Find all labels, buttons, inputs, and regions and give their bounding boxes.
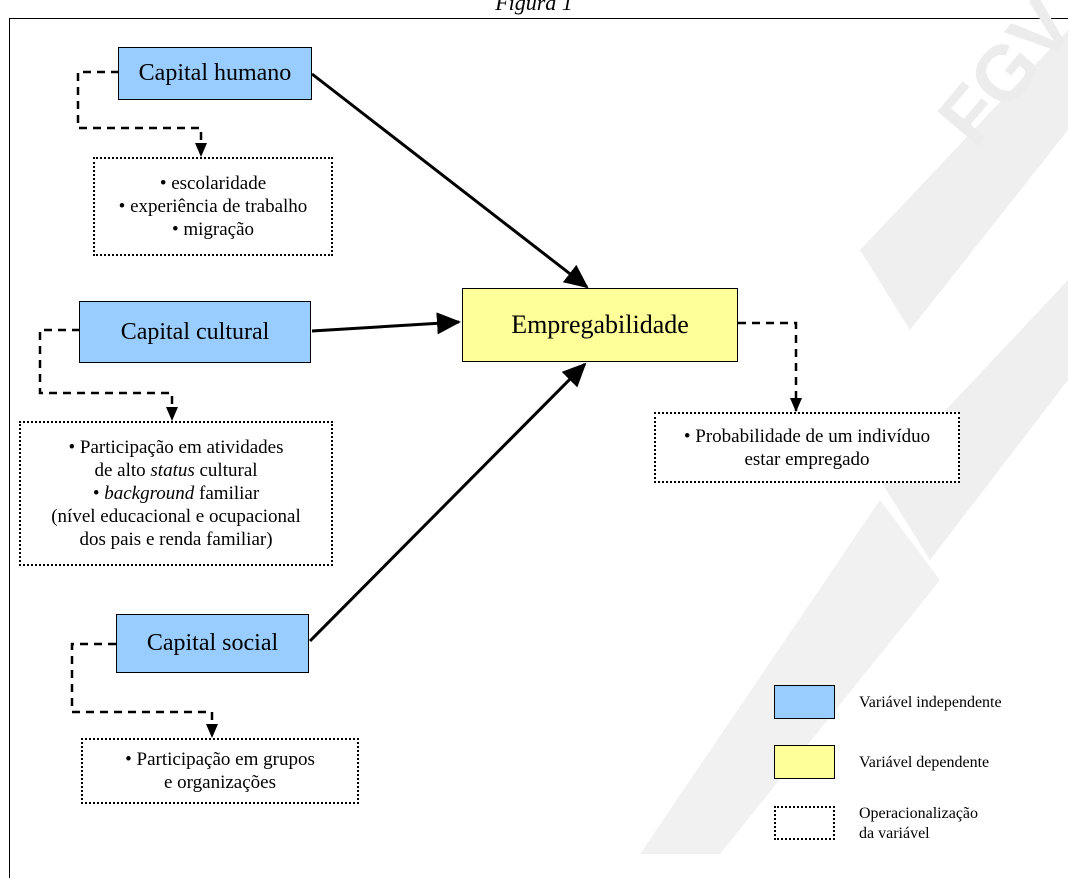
op-humano-line-1: • escolaridade: [159, 173, 267, 194]
op-cultural-line-3: • background familiar: [93, 482, 259, 505]
figure-title: Figura 1: [495, 0, 573, 15]
watermark-stripe-top: [860, 30, 1068, 330]
watermark: FGV: [640, 0, 1068, 854]
op-cultural-line-2-em: status: [150, 460, 195, 481]
legend-label-operationalization-2: da variável: [859, 825, 930, 842]
op-social-line-1: • Participação em grupos: [125, 749, 315, 770]
legend-label-dependent: Variável dependente: [859, 754, 990, 771]
arrow-humano-to-empregabilidade: [311, 72, 589, 289]
op-box-empregabilidade: • Probabilidade de um indivíduo estar em…: [654, 412, 960, 483]
node-capital-humano-label: Capital humano: [138, 60, 292, 86]
watermark-stripe-middle: [880, 280, 1068, 560]
op-cultural-line-3-em: background: [104, 483, 195, 504]
dashed-link-humano: [76, 70, 207, 157]
arrow-cultural-to-empregabilidade: [311, 312, 461, 335]
node-capital-social[interactable]: Capital social: [116, 614, 309, 673]
dashed-link-social: [70, 642, 218, 738]
node-empregabilidade-label: Empregabilidade: [511, 310, 689, 339]
legend-label-operationalization-1: Operacionalização: [859, 805, 979, 822]
legend-swatch-operationalization: [774, 806, 835, 840]
op-cultural-line-2: de alto status cultural: [94, 459, 257, 482]
dashed-link-empregabilidade: [738, 321, 802, 412]
node-capital-cultural-label: Capital cultural: [120, 318, 270, 345]
figure-frame: [9, 18, 1068, 878]
legend-label-independent: Variável independente: [859, 694, 1002, 711]
arrow-social-to-empregabilidade: [308, 362, 587, 643]
op-cultural-line-1: • Participação em atividades: [68, 437, 284, 458]
op-cultural-line-3-post: familiar: [194, 483, 260, 504]
op-social-line-2: e organizações: [163, 772, 276, 793]
node-empregabilidade[interactable]: Empregabilidade: [462, 288, 738, 362]
connectors: [38, 70, 802, 738]
node-capital-humano[interactable]: Capital humano: [118, 47, 312, 100]
dashed-link-cultural: [38, 328, 178, 421]
node-capital-social-label: Capital social: [146, 630, 279, 656]
op-humano-line-3: • migração: [171, 219, 255, 240]
op-cultural-line-2-pre: de alto: [94, 460, 151, 481]
op-cultural-line-2-post: cultural: [194, 460, 258, 481]
op-box-social: • Participação em grupos e organizações: [81, 738, 359, 804]
watermark-stripe-bottom: [640, 500, 940, 854]
op-humano-line-2: • experiência de trabalho: [118, 196, 308, 217]
op-empregabilidade-line-2: estar empregado: [744, 448, 870, 470]
op-cultural-line-5: dos pais e renda familiar): [79, 529, 273, 550]
legend-swatch-dependent: [774, 745, 835, 779]
op-box-humano: • escolaridade • experiência de trabalho…: [93, 157, 333, 256]
op-cultural-line-3-pre: •: [92, 483, 105, 504]
legend-swatch-independent: [774, 685, 835, 719]
node-capital-cultural[interactable]: Capital cultural: [79, 301, 311, 363]
op-cultural-line-4: (nível educacional e ocupacional: [51, 506, 301, 527]
op-empregabilidade-line-1: • Probabilidade de um indivíduo: [683, 425, 931, 447]
op-box-cultural: • Participação em atividades de alto sta…: [19, 421, 333, 566]
